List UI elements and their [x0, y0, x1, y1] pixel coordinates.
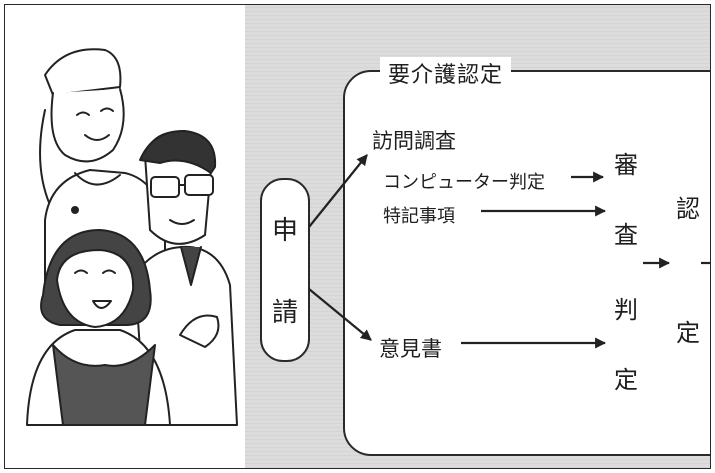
review-char-3: 判 — [614, 296, 638, 324]
application-pill: 申 請 — [260, 178, 310, 362]
certification-char-2: 定 — [676, 319, 700, 347]
review-char-4: 定 — [614, 366, 638, 394]
application-char-1: 申 — [271, 216, 298, 246]
review-char-1: 審 — [614, 151, 638, 179]
arrow-to-opinion — [308, 288, 372, 341]
special-notes-label: 特記事項 — [383, 206, 455, 227]
certification-box — [343, 70, 710, 456]
diagram-frame: 申 請 要介護認定 訪問調査 コンピューター判定 特記事項 意見書 審 査 判 … — [4, 4, 711, 469]
review-char-2: 査 — [614, 221, 638, 249]
visit-survey-label: 訪問調査 — [372, 129, 456, 153]
application-char-2: 請 — [271, 298, 298, 328]
computer-judgment-label: コンピューター判定 — [383, 172, 545, 193]
people-illustration — [26, 48, 238, 426]
opinion-label: 意見書 — [379, 337, 442, 361]
arrow-to-visit-survey — [308, 154, 368, 228]
flow-arrows — [308, 154, 710, 349]
certification-char-1: 認 — [676, 195, 700, 223]
certification-title: 要介護認定 — [380, 57, 512, 89]
